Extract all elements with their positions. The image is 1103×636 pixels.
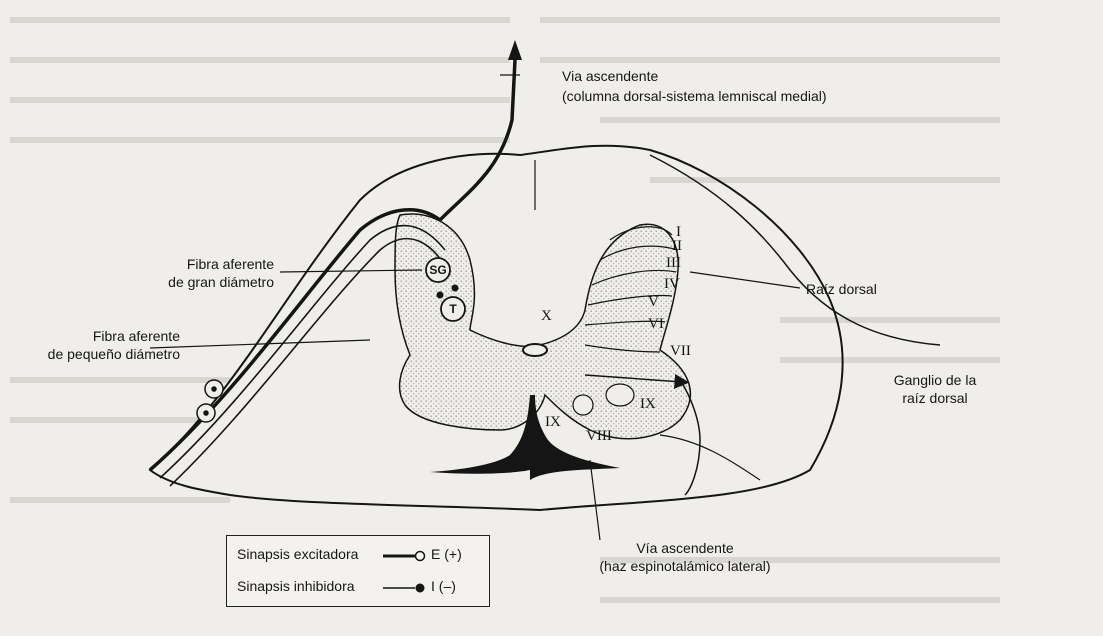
lamina-VII: VII — [670, 343, 691, 359]
dorsal-root-right — [650, 155, 940, 345]
t-cell: T — [441, 297, 465, 321]
lamina-II: II — [672, 238, 682, 254]
synapse-dot — [452, 285, 459, 292]
lamina-IX-right: IX — [640, 396, 656, 412]
lamina-IV: IV — [664, 276, 680, 292]
fibra-gran-label-2: de gran diámetro — [140, 274, 274, 291]
legend: Sinapsis excitadora E (+) Sinapsis inhib… — [226, 535, 490, 607]
lamina-VI: VI — [648, 316, 664, 332]
spinal-cord-outline — [150, 146, 843, 510]
legend-inhibitory-label: Sinapsis inhibidora — [237, 578, 355, 594]
legend-excitatory-label: Sinapsis excitadora — [237, 546, 358, 562]
background-page-texture — [10, 20, 1000, 600]
via-ascendente-top-sublabel: (columna dorsal-sistema lemniscal medial… — [562, 88, 827, 105]
ventral-root-right — [660, 435, 760, 480]
legend-excitatory-symbol-line — [383, 550, 427, 562]
t-label: T — [449, 302, 457, 316]
via-ascendente-bottom-label: Vía ascendente — [600, 540, 770, 557]
fibra-peq-label-2: de pequeño diámetro — [40, 346, 180, 363]
lamina-IX-left: IX — [545, 414, 561, 430]
ganglio-label-2: raíz dorsal — [880, 390, 990, 407]
sg-label: SG — [429, 263, 446, 277]
lamina-III: III — [666, 255, 681, 271]
fibra-peq-label-1: Fibra aferente — [60, 328, 180, 345]
legend-excitatory-symbol: E (+) — [431, 546, 462, 562]
lamina-V: V — [648, 294, 659, 310]
synapse-dot — [437, 292, 444, 299]
lamina-X: X — [541, 308, 552, 324]
legend-inhibitory-symbol-line — [383, 582, 427, 594]
raiz-dorsal-label: Raíz dorsal — [806, 281, 877, 298]
ganglio-label-1: Ganglio de la — [880, 372, 990, 389]
lamina-VIII: VIII — [586, 428, 612, 444]
via-ascendente-top-label: Via ascendente — [562, 68, 658, 85]
sg-cell: SG — [426, 258, 450, 282]
dorsal-column-arrow — [508, 40, 522, 60]
fibra-gran-label-1: Fibra aferente — [140, 256, 274, 273]
legend-inhibitory-symbol: I (–) — [431, 578, 456, 594]
central-canal — [523, 344, 547, 356]
via-ascendente-bottom-sublabel: (haz espinotalámico lateral) — [585, 558, 785, 575]
